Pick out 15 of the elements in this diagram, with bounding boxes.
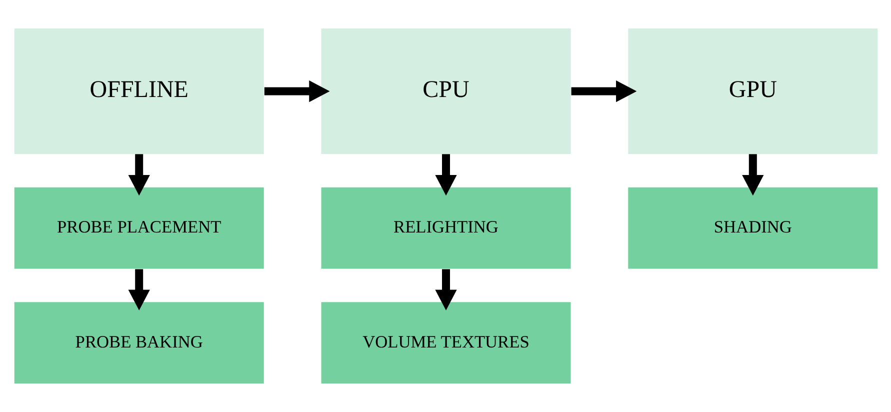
node-box: RELIGHTING: [320, 187, 570, 269]
node-box: OFFLINE: [14, 28, 264, 154]
arrow: [570, 80, 636, 102]
node-box: SHADING: [628, 187, 878, 269]
arrow: [128, 269, 150, 310]
node-box: GPU: [628, 28, 878, 154]
arrow: [742, 154, 764, 196]
node-box: CPU: [320, 28, 570, 154]
arrow: [434, 269, 456, 310]
arrow: [264, 80, 330, 102]
node-box: PROBE BAKING: [14, 302, 264, 384]
node-box: PROBE PLACEMENT: [14, 187, 264, 269]
node-box: VOLUME TEXTURES: [320, 302, 570, 384]
arrow: [128, 154, 150, 196]
arrow: [434, 154, 456, 196]
